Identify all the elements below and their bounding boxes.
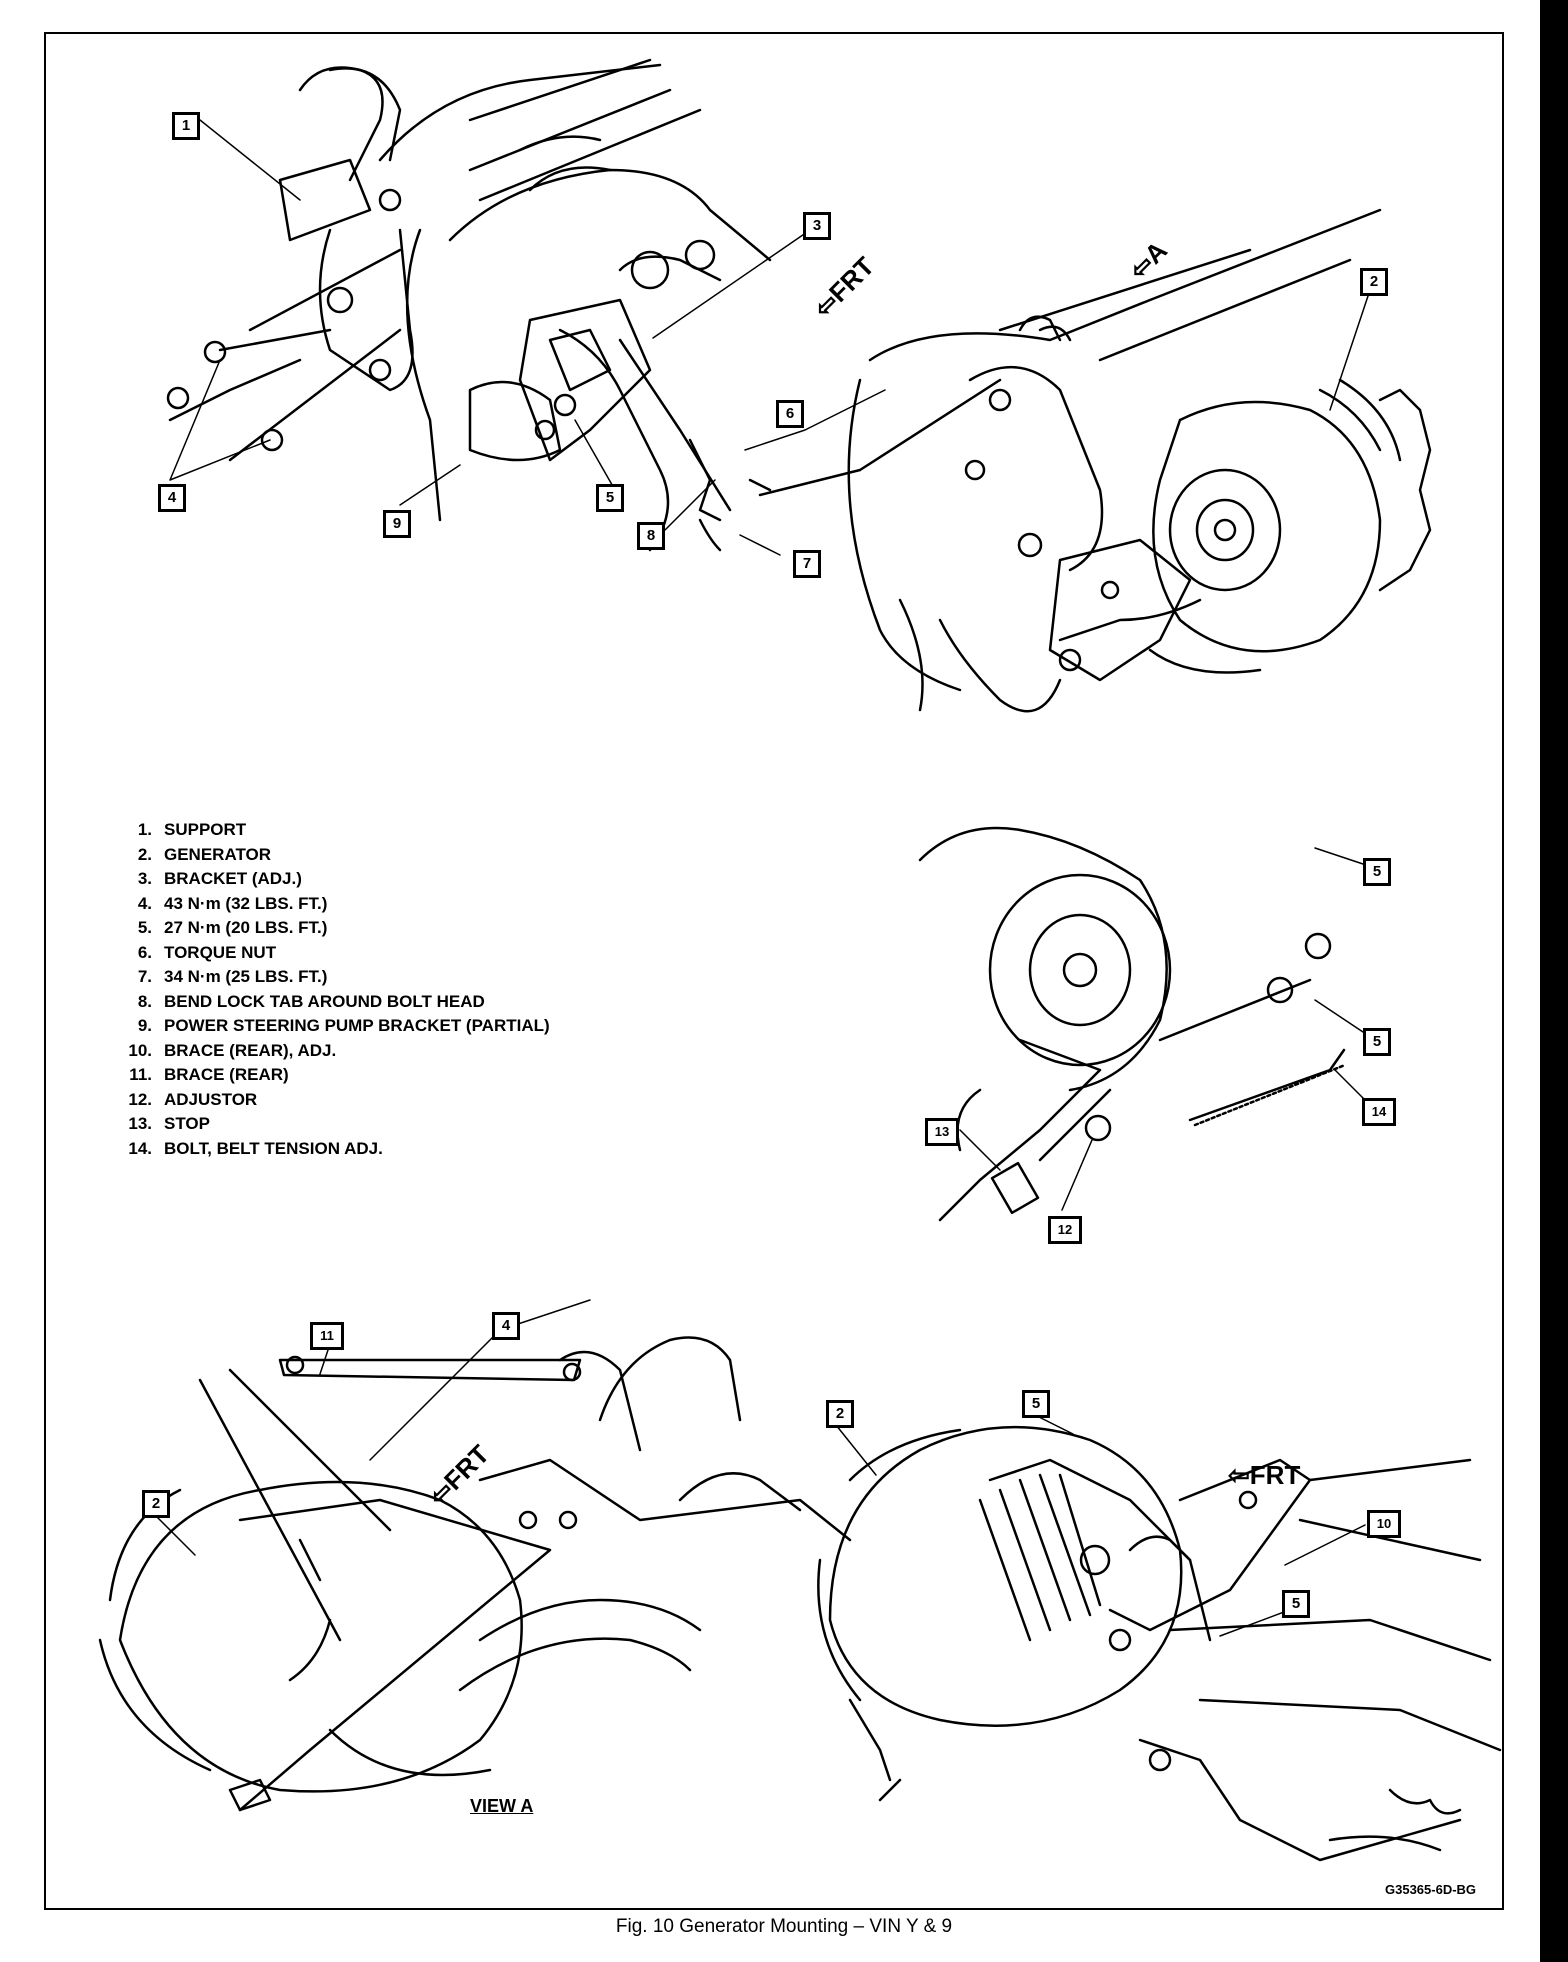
callout-13: 13 [925,1118,959,1146]
callout-2: 2 [1360,268,1388,296]
callout-8: 8 [637,522,665,550]
legend-item: 12.ADJUSTOR [128,1089,258,1109]
legend-item: 10.BRACE (REAR), ADJ. [128,1040,337,1060]
figure-frame [44,32,1504,1910]
callout-5: 5 [1022,1390,1050,1418]
callout-4: 4 [492,1312,520,1340]
legend-item: 8.BEND LOCK TAB AROUND BOLT HEAD [137,991,485,1011]
callout-3: 3 [803,212,831,240]
callout-2: 2 [826,1400,854,1428]
callout-5: 5 [1363,1028,1391,1056]
parts-legend: 1.SUPPORT 2.GENERATOR 3.BRACKET (ADJ.) 4… [112,818,550,1161]
figure-caption: Fig. 10 Generator Mounting – VIN Y & 9 [615,1916,953,1937]
callout-12: 12 [1048,1216,1082,1244]
scan-edge-bar [1540,0,1568,1962]
legend-item: 2.GENERATOR [137,844,272,864]
legend-item: 11.BRACE (REAR) [129,1065,289,1084]
bottom-right-generator-drawing [817,1425,1502,1862]
view-a-drawing [98,1336,852,1812]
callout-9: 9 [383,510,411,538]
callout-11: 11 [310,1322,344,1350]
callout-7: 7 [793,550,821,578]
callout-5: 5 [1282,1590,1310,1618]
adjuster-detail-drawing [918,826,1347,1222]
legend-item: 1.SUPPORT [137,820,247,839]
legend-item: 4.43 N·m (32 LBS. FT.) [137,893,328,913]
legend-item: 5.27 N·m (20 LBS. FT.) [137,918,328,937]
callout-2: 2 [142,1490,170,1518]
front-direction-label-bottom-right: ⇦FRT [1228,1460,1301,1490]
legend-item: 13.STOP [128,1114,210,1133]
legend-item: 9.POWER STEERING PUMP BRACKET (PARTIAL) [137,1016,550,1035]
callout-5: 5 [1363,858,1391,886]
figure-code: G35365-6D-BG [1385,1882,1477,1897]
legend-item: 14.BOLT, BELT TENSION ADJ. [128,1138,383,1158]
callout-leader-lines [154,119,1376,1637]
callout-6: 6 [776,400,804,428]
top-left-engine-drawing [166,58,772,552]
callout-14: 14 [1362,1098,1396,1126]
legend-item: 7.34 N·m (25 LBS. FT.) [137,967,328,986]
legend-item: 3.BRACKET (ADJ.) [137,869,302,888]
top-right-generator-drawing [748,208,1432,713]
callout-5: 5 [596,484,624,512]
callout-10: 10 [1367,1510,1401,1538]
callout-4: 4 [158,484,186,512]
view-a-label: VIEW A [470,1796,534,1816]
legend-item: 6.TORQUE NUT [137,942,277,962]
callout-1: 1 [172,112,200,140]
